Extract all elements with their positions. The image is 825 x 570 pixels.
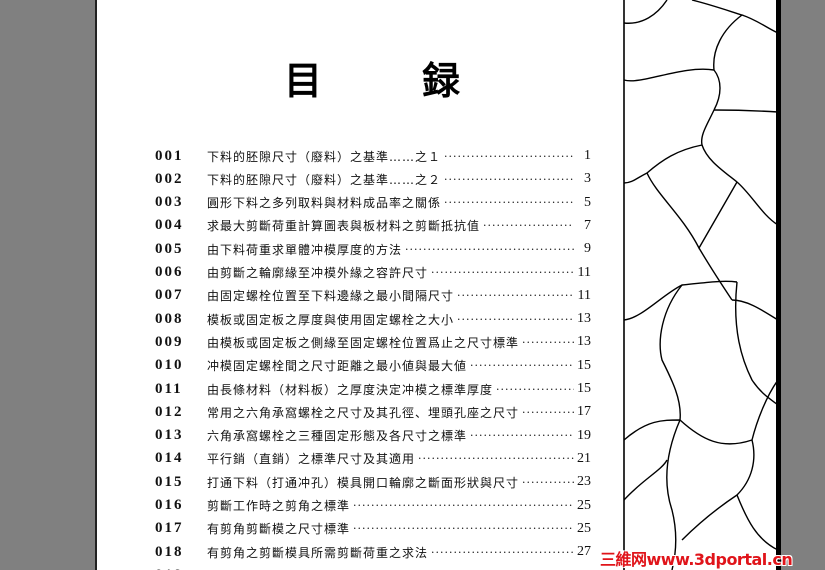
leader-dots bbox=[405, 243, 574, 256]
leader-dots bbox=[522, 406, 574, 419]
leader-dots bbox=[470, 429, 574, 442]
leader-dots bbox=[444, 173, 574, 186]
leader-dots bbox=[457, 313, 574, 326]
entry-number: 013 bbox=[155, 427, 184, 444]
entry-number: 008 bbox=[155, 310, 184, 327]
toc-entry[interactable]: 002 下料的胚隙尺寸（廢料）之基準……之２ 3 bbox=[155, 168, 591, 190]
entry-title: 冲模固定螺栓間之尺寸距離之最小値與最大値 bbox=[207, 359, 468, 374]
entry-number: 016 bbox=[155, 497, 184, 513]
entry-title: 由長條材料（材料板）之厚度決定冲模之標準厚度 bbox=[207, 382, 494, 397]
toc-entry[interactable]: 015 打通下料（打通冲孔）模具開口輪廓之斷面形狀與尺寸 23 bbox=[155, 471, 591, 493]
leader-dots bbox=[353, 499, 574, 512]
entry-page-number: 13 bbox=[577, 334, 591, 350]
leader-dots bbox=[431, 266, 574, 279]
entry-title: 平行銷（直銷）之標準尺寸及其適用 bbox=[207, 452, 416, 467]
entry-page-number: 11 bbox=[577, 264, 591, 280]
entry-page-number: 5 bbox=[584, 194, 591, 210]
entry-number: 011 bbox=[155, 380, 183, 397]
toc-title-char-2: 録 bbox=[422, 59, 461, 103]
entry-number: 018 bbox=[155, 543, 184, 560]
entry-page-number: 15 bbox=[577, 381, 591, 396]
entry-page-number: 3 bbox=[584, 171, 591, 187]
toc-entry[interactable]: 006 由剪斷之輪廓緣至冲模外緣之容許尺寸 11 bbox=[155, 262, 591, 284]
entry-title: 剪斷工作時之剪角之標準 bbox=[207, 499, 351, 513]
entry-title: 六角承窩螺栓之三種固定形態及各尺寸之標準 bbox=[207, 429, 468, 444]
entry-page-number: 1 bbox=[584, 148, 591, 163]
entry-page-number: 23 bbox=[577, 474, 591, 490]
toc-entry[interactable]: 014 平行銷（直銷）之標準尺寸及其適用 21 bbox=[155, 448, 591, 470]
entry-title: 由固定螺栓位置至下料邊緣之最小間隔尺寸 bbox=[207, 289, 455, 304]
entry-number: 012 bbox=[155, 403, 184, 420]
toc-entry[interactable]: 009 由模板或固定板之側緣至固定螺栓位置爲止之尺寸標準 13 bbox=[155, 331, 591, 353]
entry-page-number: 15 bbox=[577, 357, 591, 373]
entry-page-number: 27 bbox=[577, 544, 591, 560]
page-edge bbox=[776, 0, 781, 570]
entry-number: 003 bbox=[155, 194, 184, 211]
entry-number: 019 bbox=[155, 567, 207, 570]
entry-page-number: 17 bbox=[577, 404, 591, 420]
entry-page-number: 25 bbox=[577, 520, 591, 536]
entry-page-number: 21 bbox=[577, 450, 591, 466]
entry-number: 009 bbox=[155, 333, 184, 350]
leader-dots bbox=[483, 219, 574, 232]
entry-number: 001 bbox=[155, 147, 184, 164]
entry-title: 圓形下料之多列取料與材料成品率之關係 bbox=[207, 196, 442, 211]
entry-number: 010 bbox=[155, 357, 184, 374]
entry-number: 004 bbox=[155, 217, 184, 234]
entry-title: 求最大剪斷荷重計算圖表與板材料之剪斷抵抗值 bbox=[207, 219, 481, 234]
leader-dots bbox=[522, 336, 574, 349]
entry-title: 由剪斷之輪廓緣至冲模外緣之容許尺寸 bbox=[207, 266, 429, 280]
toc-entry[interactable]: 017 有剪角剪斷模之尺寸標準 25 bbox=[155, 518, 591, 540]
entry-page-number: 9 bbox=[584, 241, 591, 257]
entry-number: 017 bbox=[155, 520, 184, 537]
toc-entry[interactable]: 004 求最大剪斷荷重計算圖表與板材料之剪斷抵抗值 7 bbox=[155, 215, 591, 237]
entry-title: 有剪角之剪斷模具所需剪斷荷重之求法 bbox=[207, 545, 429, 560]
toc-title-char-1: 目 bbox=[284, 59, 323, 103]
entry-page-number: 19 bbox=[577, 427, 591, 443]
leader-dots bbox=[353, 522, 574, 535]
leader-dots bbox=[444, 150, 574, 163]
entry-page-number: 13 bbox=[577, 311, 591, 327]
toc-entry[interactable]: 018 有剪角之剪斷模具所需剪斷荷重之求法 27 bbox=[155, 541, 591, 563]
leader-dots bbox=[496, 383, 574, 396]
leader-dots bbox=[470, 359, 574, 372]
entry-number: 002 bbox=[155, 170, 184, 187]
entry-number: 006 bbox=[155, 264, 184, 280]
entry-page-number: 25 bbox=[577, 497, 591, 513]
toc-entry[interactable]: 010 冲模固定螺栓間之尺寸距離之最小値與最大値 15 bbox=[155, 355, 591, 377]
leader-dots bbox=[418, 452, 574, 465]
leader-dots bbox=[431, 546, 574, 559]
toc-entry[interactable]: 012 常用之六角承窩螺栓之尺寸及其孔徑、埋頭孔座之尺寸 17 bbox=[155, 401, 591, 423]
entry-title: 常用之六角承窩螺栓之尺寸及其孔徑、埋頭孔座之尺寸 bbox=[207, 405, 520, 420]
entry-title: 打通下料（打通冲孔）模具開口輪廓之斷面形狀與尺寸 bbox=[207, 475, 520, 490]
entry-page-number: 11 bbox=[577, 287, 591, 303]
entry-title: 由模板或固定板之側緣至固定螺栓位置爲止之尺寸標準 bbox=[207, 335, 520, 350]
entry-title: 有剪角剪斷模之尺寸標準 bbox=[207, 522, 351, 537]
toc-entry[interactable]: 013 六角承窩螺栓之三種固定形態及各尺寸之標準 19 bbox=[155, 425, 591, 447]
toc-entry[interactable]: 007 由固定螺栓位置至下料邊緣之最小間隔尺寸 11 bbox=[155, 285, 591, 307]
leader-dots bbox=[457, 289, 574, 302]
leader-dots bbox=[522, 476, 574, 489]
toc-entry[interactable]: 011 由長條材料（材料板）之厚度決定冲模之標準厚度 15 bbox=[155, 378, 591, 400]
toc-entry[interactable]: 008 模板或固定板之厚度與使用固定螺栓之大小 13 bbox=[155, 308, 591, 330]
toc-entry[interactable]: 001 下料的胚隙尺寸（廢料）之基準……之１ 1 bbox=[155, 145, 591, 167]
document-page: 目 録 001 下料的胚隙尺寸（廢料）之基準……之１ 1 002 下料的胚隙尺寸（廢料）… bbox=[95, 0, 780, 570]
decorative-crack-pattern bbox=[623, 0, 778, 570]
entry-page-number: 7 bbox=[584, 217, 591, 233]
entry-title: 由下料荷重求單體冲模厚度的方法 bbox=[207, 242, 403, 257]
watermark-logo: 三維网www.3dportal.cn bbox=[600, 550, 793, 569]
entry-number: 015 bbox=[155, 473, 184, 490]
toc-entry[interactable]: 019 bbox=[155, 564, 591, 570]
toc-entry[interactable]: 003 圓形下料之多列取料與材料成品率之關係 5 bbox=[155, 192, 591, 214]
entry-number: 005 bbox=[155, 240, 184, 257]
toc-entry[interactable]: 005 由下料荷重求單體冲模厚度的方法 9 bbox=[155, 238, 591, 260]
toc-entry[interactable]: 016 剪斷工作時之剪角之標準 25 bbox=[155, 495, 591, 517]
leader-dots bbox=[444, 196, 574, 209]
entry-number: 007 bbox=[155, 287, 184, 304]
entry-title: 下料的胚隙尺寸（廢料）之基準……之１ bbox=[207, 149, 442, 164]
entry-number: 014 bbox=[155, 450, 184, 467]
entry-title: 模板或固定板之厚度與使用固定螺栓之大小 bbox=[207, 312, 455, 327]
entry-title: 下料的胚隙尺寸（廢料）之基準……之２ bbox=[207, 172, 442, 187]
